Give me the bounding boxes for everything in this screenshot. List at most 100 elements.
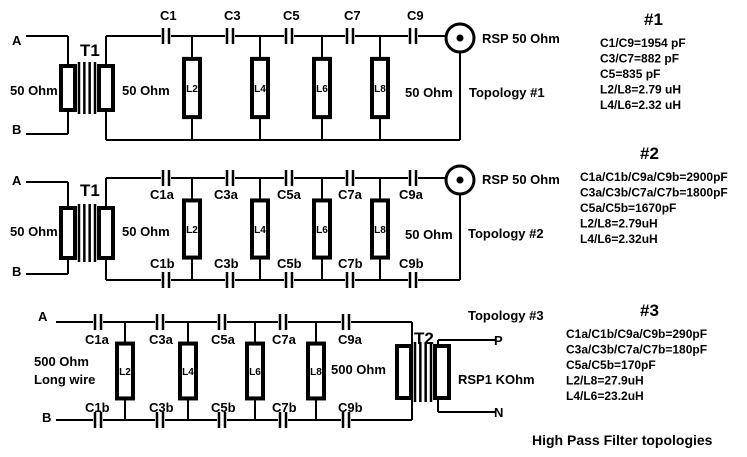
terminal-a: A: [12, 33, 22, 48]
capacitor-gap: [161, 275, 171, 285]
capacitor-c5: [284, 28, 294, 44]
capacitor-gap: [345, 275, 355, 285]
component-value: C1a/C1b/C9a/C9b=2900pF: [580, 170, 728, 184]
capacitor-label: C9b: [338, 400, 363, 415]
capacitor-gap: [284, 173, 294, 183]
transformer-label: T1: [80, 41, 100, 60]
inductor-label: L2: [186, 84, 198, 95]
capacitor-gap: [345, 173, 355, 183]
capacitor-gap: [408, 173, 418, 183]
capacitor-c3: [225, 28, 235, 44]
capacitor-label: C3b: [149, 400, 174, 415]
capacitor-label: C9: [407, 8, 424, 23]
transformer-winding: [395, 344, 413, 400]
capacitor-gap: [93, 415, 103, 425]
topology-label: Topology #2: [468, 226, 544, 241]
capacitor-label: C1b: [150, 256, 175, 271]
terminal-a: A: [38, 309, 48, 324]
inductor-l8: L8: [370, 178, 390, 280]
capacitor-label: C5b: [211, 400, 236, 415]
component-value: C1/C9=1954 pF: [600, 36, 686, 50]
capacitor-c1: [161, 28, 171, 44]
capacitor-c7: [345, 28, 355, 44]
secondary-impedance-label: 50 Ohm: [122, 83, 170, 98]
capacitor-label: C5b: [277, 256, 302, 271]
capacitor-gap: [341, 415, 351, 425]
values-heading: #1: [644, 10, 663, 29]
inductor-body: [245, 341, 265, 401]
input-impedance-label: Long wire: [34, 372, 95, 387]
capacitor-gap: [155, 415, 165, 425]
capacitor-label: C1a: [150, 187, 175, 202]
capacitor-gap: [278, 317, 288, 327]
load-impedance-label: 500 Ohm: [331, 362, 386, 377]
capacitor-label: C7a: [272, 332, 297, 347]
capacitor-label: C5a: [277, 187, 302, 202]
capacitor-gap: [284, 31, 294, 41]
inductor-l4: L4: [250, 178, 270, 280]
load-impedance-label: 50 Ohm: [405, 85, 453, 100]
figure-caption: High Pass Filter topologies: [532, 432, 713, 448]
inductor-label: L8: [374, 84, 386, 95]
load-impedance-label: 50 Ohm: [405, 227, 453, 242]
capacitor-label: C7b: [338, 256, 363, 271]
circuit-labels: A B T1 50 Ohm 50 Ohm 50 Ohm RSP 50 OhmTopology…: [10, 8, 728, 448]
capacitor-c1b: [161, 272, 171, 288]
inductor-body: [312, 56, 332, 120]
capacitor-gap: [225, 31, 235, 41]
transformer-winding: [59, 206, 77, 260]
inductor-label: L2: [119, 367, 131, 378]
capacitor-c7b: [345, 272, 355, 288]
capacitor-c3a: [155, 314, 165, 330]
component-value: L2/L8=2.79uH: [580, 217, 658, 231]
capacitor-gap: [408, 31, 418, 41]
component-value: C3a/C3b/C7a/C7b=1800pF: [580, 186, 728, 200]
output-label: RSP 50 Ohm: [482, 31, 560, 46]
capacitor-gap: [161, 31, 171, 41]
inductor-l8: L8: [370, 36, 390, 140]
inductor-body: [178, 341, 198, 401]
capacitor-label: C9a: [338, 332, 363, 347]
inductor-label: L6: [316, 84, 328, 95]
capacitor-label: C9b: [399, 256, 424, 271]
component-value: C3/C7=882 pF: [600, 52, 679, 66]
terminal-b: B: [42, 410, 51, 425]
component-value: L4/L6=2.32 uH: [600, 98, 681, 112]
capacitor-label: C3a: [214, 187, 239, 202]
capacitor-c3a: [225, 170, 235, 186]
inductor-l2: L2: [182, 36, 202, 140]
inductor-l6: L6: [312, 178, 332, 280]
capacitor-label: C7: [344, 8, 361, 23]
inductor-body: [250, 56, 270, 120]
capacitor-c5a: [284, 170, 294, 186]
values-heading: #3: [640, 301, 659, 320]
output-label: RSP1 KOhm: [458, 372, 535, 387]
inductor-label: L4: [254, 225, 266, 236]
component-value: L4/L6=23.2uH: [566, 389, 644, 403]
capacitor-label: C7a: [338, 187, 363, 202]
terminal-a: A: [12, 173, 22, 188]
terminal-p: P: [494, 333, 503, 348]
input-impedance-label: 50 Ohm: [10, 83, 58, 98]
inductor-label: L6: [316, 225, 328, 236]
capacitor-gap: [161, 173, 171, 183]
transformer-t1: [59, 62, 115, 114]
transformer-winding: [433, 344, 451, 400]
capacitor-gap: [93, 317, 103, 327]
inductor-l2: L2: [182, 178, 202, 280]
terminal-b: B: [12, 264, 21, 279]
topology-label: Topology #3: [468, 308, 544, 323]
component-value: L2/L8=2.79 uH: [600, 83, 681, 97]
inductor-label: L2: [186, 225, 198, 236]
transformer-winding: [59, 64, 77, 112]
topology-label: Topology #1: [469, 85, 545, 100]
inductor-body: [182, 56, 202, 120]
capacitor-gap: [217, 317, 227, 327]
transformer-winding: [97, 206, 115, 260]
capacitor-c7a: [278, 314, 288, 330]
capacitor-gap: [341, 317, 351, 327]
terminal-n: N: [494, 405, 503, 420]
capacitor-c9b: [408, 272, 418, 288]
transformer-t1-2: [59, 204, 115, 262]
